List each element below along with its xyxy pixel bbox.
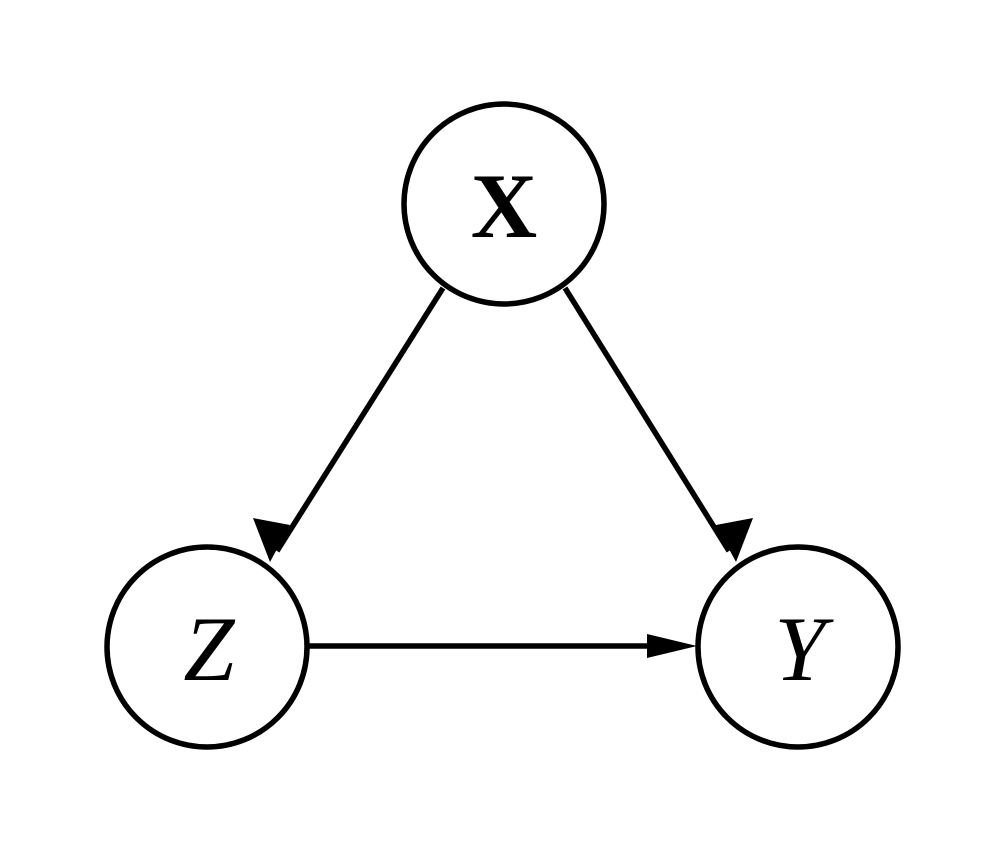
edge-x-to-y-arrowhead bbox=[716, 518, 753, 562]
node-y-label: Y bbox=[774, 598, 834, 700]
edge-x-to-z-arrowhead bbox=[253, 518, 290, 562]
edge-x-to-y-line bbox=[562, 286, 732, 553]
node-y-circle bbox=[695, 544, 901, 750]
nodes-layer: X Z Y bbox=[104, 101, 901, 750]
edge-z-to-y-arrowhead bbox=[647, 634, 697, 658]
edges-layer bbox=[253, 286, 753, 658]
edge-x-to-z[interactable] bbox=[253, 286, 446, 562]
edge-x-to-y[interactable] bbox=[562, 286, 753, 562]
node-z[interactable]: Z bbox=[104, 544, 310, 750]
node-x-circle bbox=[401, 101, 607, 307]
edge-z-to-y[interactable] bbox=[308, 634, 697, 658]
edge-x-to-z-line bbox=[274, 286, 446, 553]
node-z-circle bbox=[104, 544, 310, 750]
node-y[interactable]: Y bbox=[695, 544, 901, 750]
node-z-label: Z bbox=[183, 598, 235, 700]
node-x-label: X bbox=[471, 155, 537, 257]
node-x[interactable]: X bbox=[401, 101, 607, 307]
